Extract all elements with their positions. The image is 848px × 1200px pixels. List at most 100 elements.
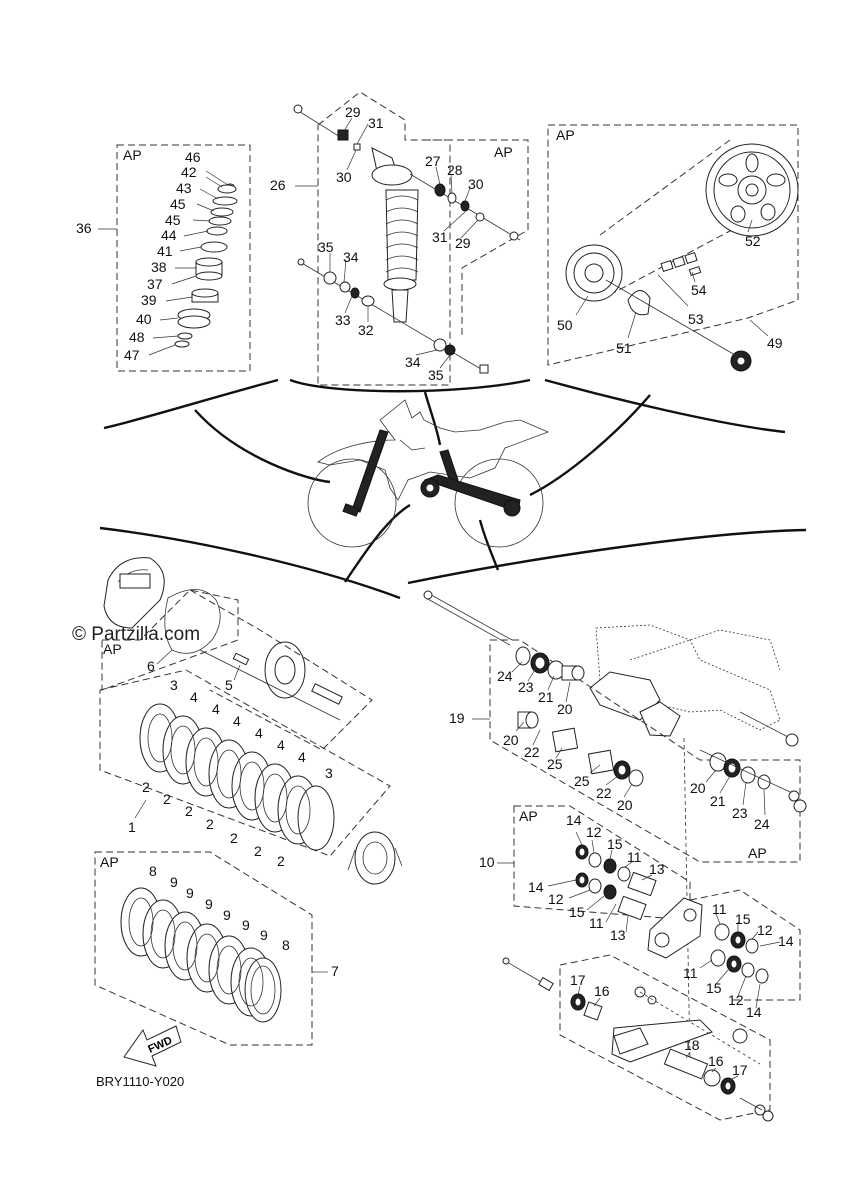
connecting-rod-icon	[611, 1019, 713, 1063]
callout-18: 18	[684, 1037, 700, 1053]
callout-8: 8	[282, 937, 290, 953]
ap-label: AP	[103, 641, 122, 657]
diagram-code: BRY1110-Y020	[96, 1074, 184, 1089]
chain-link-icon	[660, 252, 702, 277]
callout-4: 4	[255, 725, 263, 741]
callout-2: 2	[254, 843, 262, 859]
callout-20: 20	[557, 701, 573, 717]
callout-21: 21	[538, 689, 554, 705]
ap-label: AP	[123, 147, 142, 163]
steering-bearing-group: AP 36 46 42 43	[76, 144, 251, 372]
connecting-rod-group: 17 16 18 16 17	[502, 954, 774, 1122]
drive-chain-group: AP 49	[547, 124, 799, 372]
fwd-arrow-icon: FWD	[123, 1025, 182, 1067]
group-label-friction: 7	[331, 963, 339, 979]
callout-12: 12	[757, 922, 773, 938]
callout-15: 15	[607, 836, 623, 852]
callout-28: 28	[447, 162, 463, 178]
callout-9: 9	[186, 885, 194, 901]
callout-11: 11	[712, 901, 727, 917]
callout-35: 35	[318, 239, 334, 255]
clutch-plate-stack	[139, 703, 335, 851]
callout-15: 15	[569, 904, 585, 920]
callout-9: 9	[242, 917, 250, 933]
callout-13: 13	[610, 927, 626, 943]
callout-9: 9	[170, 874, 178, 890]
callout-25: 25	[574, 773, 590, 789]
callout-9: 9	[223, 907, 231, 923]
callout-2: 2	[277, 853, 285, 869]
callout-29: 29	[345, 104, 361, 120]
callout-2: 2	[206, 816, 214, 832]
callout-44: 44	[161, 227, 177, 243]
relay-arm-icon	[647, 897, 703, 959]
callout-25: 25	[547, 756, 563, 772]
callout-40: 40	[136, 311, 152, 327]
callout-4: 4	[233, 713, 241, 729]
callout-22: 22	[524, 744, 540, 760]
callout-15: 15	[735, 911, 751, 927]
callout-48: 48	[129, 329, 145, 345]
callout-29: 29	[455, 235, 471, 251]
callout-30: 30	[468, 176, 484, 192]
callout-35: 35	[428, 367, 444, 383]
callout-15: 15	[706, 980, 722, 996]
callout-5: 5	[225, 677, 233, 693]
callout-45: 45	[170, 196, 186, 212]
watermark: © Partzilla.com	[72, 624, 200, 645]
ap-label: AP	[519, 808, 538, 824]
callout-21: 21	[710, 793, 726, 809]
callout-2: 2	[142, 779, 150, 795]
callout-14: 14	[528, 879, 544, 895]
ap-label: AP	[494, 144, 513, 160]
callout-45: 45	[165, 212, 181, 228]
callout-14: 14	[746, 1004, 762, 1020]
callout-3: 3	[170, 677, 178, 693]
callout-4: 4	[298, 749, 306, 765]
callout-3: 3	[325, 765, 333, 781]
callout-23: 23	[518, 679, 534, 695]
callout-39: 39	[141, 292, 157, 308]
callout-46: 46	[185, 149, 201, 165]
relay-arm-group: AP 10	[479, 805, 801, 1020]
callout-34: 34	[343, 249, 359, 265]
callout-11: 11	[627, 849, 642, 865]
front-sprocket-icon	[565, 244, 623, 302]
callout-41: 41	[157, 243, 173, 259]
callout-9: 9	[260, 927, 268, 943]
callout-20: 20	[617, 797, 633, 813]
callout-27: 27	[425, 153, 441, 169]
clutch-basket-icon	[347, 831, 403, 885]
ap-label: AP	[100, 854, 119, 870]
callout-16: 16	[594, 983, 610, 999]
callout-8: 8	[149, 863, 157, 879]
callout-20: 20	[503, 732, 519, 748]
callout-34: 34	[405, 354, 421, 370]
pressure-plate-icon	[199, 641, 343, 721]
callout-20: 20	[690, 780, 706, 796]
ap-label: AP	[556, 127, 575, 143]
callout-30: 30	[336, 169, 352, 185]
callout-14: 14	[566, 812, 582, 828]
group-label-relay: 10	[479, 854, 495, 870]
callout-14: 14	[778, 933, 794, 949]
group-label-swingarm: 19	[449, 710, 465, 726]
callout-2: 2	[163, 791, 171, 807]
ap-label: AP	[748, 845, 767, 861]
group-label-shock: 26	[270, 177, 286, 193]
callout-2: 2	[185, 803, 193, 819]
callout-32: 32	[358, 322, 374, 338]
callout-33: 33	[335, 312, 351, 328]
callout-11: 11	[589, 915, 604, 931]
callout-24: 24	[497, 668, 513, 684]
callout-11: 11	[683, 965, 698, 981]
callout-17: 17	[570, 972, 586, 988]
friction-plate-stack	[120, 887, 282, 1023]
callout-6: 6	[147, 658, 155, 674]
friction-plates-group: AP 7 8 9 9 9 9 9 9 8	[94, 851, 339, 1046]
callout-16: 16	[708, 1053, 724, 1069]
callout-54: 54	[691, 282, 707, 298]
callout-53: 53	[688, 311, 704, 327]
callout-31: 31	[368, 115, 384, 131]
